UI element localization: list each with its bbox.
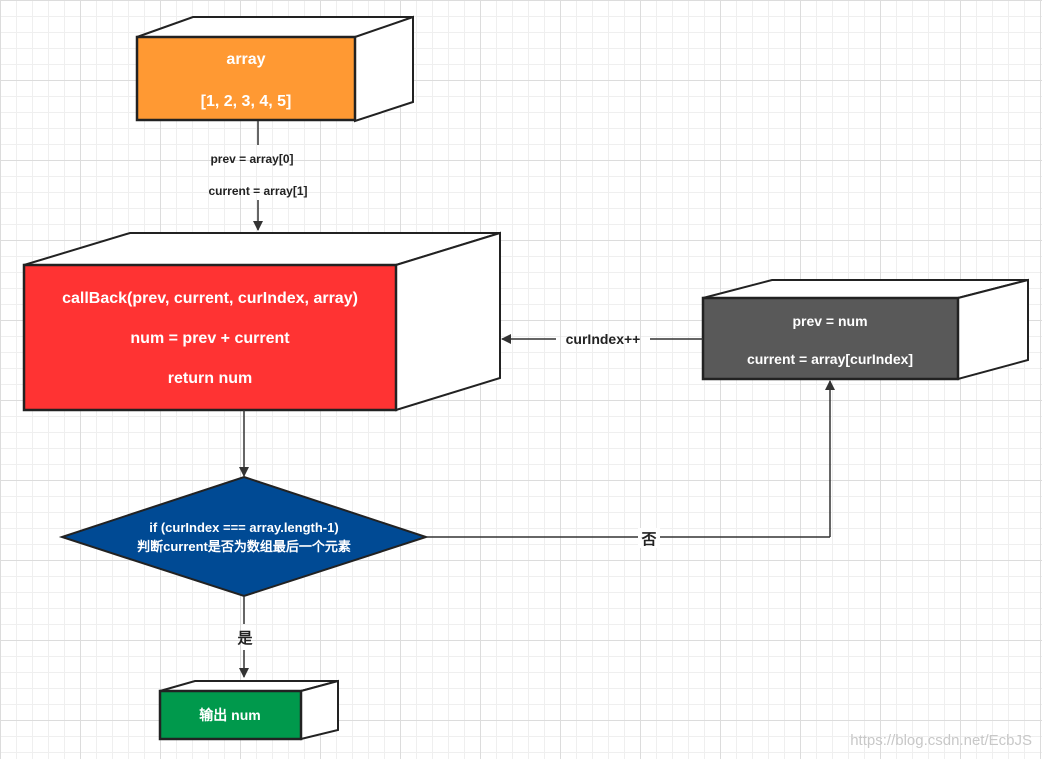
condition-expression: if (curIndex === array.length-1) — [149, 520, 338, 535]
callback-return: return num — [168, 370, 252, 387]
update-prev: prev = num — [792, 313, 867, 329]
init-prev-label: prev = array[0] — [210, 152, 293, 166]
update-current: current = array[curIndex] — [747, 351, 913, 367]
condition-description: 判断current是否为数组最后一个元素 — [137, 539, 351, 554]
callback-box[interactable]: callBack(prev, current, curIndex, array)… — [22, 231, 501, 412]
no-label: 否 — [640, 531, 656, 548]
callback-box-side — [395, 231, 501, 412]
condition-no-connector — [426, 380, 835, 538]
update-box-side — [957, 278, 1029, 381]
array-box-value: [1, 2, 3, 4, 5] — [201, 93, 292, 110]
output-box[interactable]: 输出 num — [158, 679, 339, 741]
output-box-face — [158, 689, 303, 741]
yes-label: 是 — [236, 630, 253, 647]
output-box-side — [300, 679, 339, 741]
array-box-face — [135, 35, 357, 122]
callback-box-face — [22, 263, 398, 412]
condition-diamond-shape — [58, 475, 430, 598]
output-label: 输出 num — [199, 707, 260, 723]
no-label-bg — [638, 528, 660, 548]
callback-signature: callBack(prev, current, curIndex, array) — [62, 290, 358, 307]
array-box-title: array — [226, 51, 265, 68]
callback-sum: num = prev + current — [130, 330, 290, 347]
update-box[interactable]: prev = num current = array[curIndex] — [701, 278, 1029, 381]
init-current-label: current = array[1] — [208, 184, 307, 198]
watermark: https://blog.csdn.net/EcbJS — [850, 732, 1032, 749]
condition-diamond[interactable]: if (curIndex === array.length-1) 判断curre… — [58, 475, 430, 598]
increment-label: curIndex++ — [566, 331, 641, 347]
array-box[interactable]: array [1, 2, 3, 4, 5] — [135, 15, 414, 123]
